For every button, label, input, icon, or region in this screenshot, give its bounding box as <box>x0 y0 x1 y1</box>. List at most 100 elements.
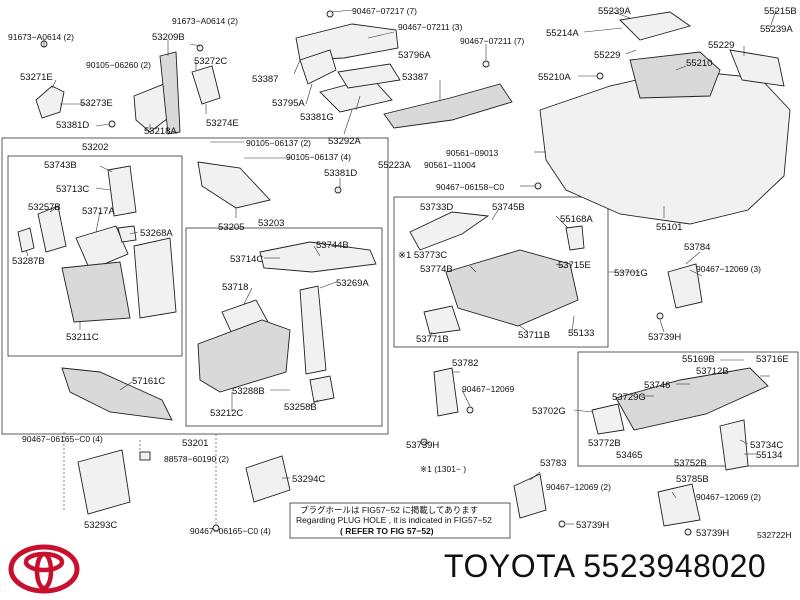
part-label: 53743B <box>44 160 77 171</box>
part-label: 90561−11004 <box>424 160 476 170</box>
part-label: 53714C <box>230 254 263 265</box>
part-label: 53257B <box>28 202 61 213</box>
part-pillar-53203 <box>299 285 327 375</box>
part-label: 53739H <box>576 520 609 531</box>
part-55215b-bracket <box>729 49 785 87</box>
part-label: 55101 <box>656 222 682 233</box>
part-label: ※1 53773C <box>398 250 447 261</box>
part-label: 53202 <box>82 142 108 153</box>
part-labels: 91673−A0614 (2) 53209B 91673−A0614 (2) 5… <box>8 6 797 539</box>
part-label: 55210 <box>686 58 712 69</box>
part-label: 53203 <box>258 218 284 229</box>
part-label: 55239A <box>760 24 793 35</box>
part-label: 55229 <box>708 40 734 51</box>
part-label: 53711B <box>518 330 550 341</box>
part-label: 53715E <box>558 260 591 271</box>
part-label: 90105−06137 (4) <box>286 152 351 162</box>
part-label: 53269A <box>336 278 369 289</box>
part-number-title: TOYOTA 5523948020 <box>444 548 767 584</box>
note-ref-line: ( REFER TO FIG 57−52) <box>340 526 434 536</box>
part-label: 53702G <box>532 406 566 417</box>
part-label: 53294C <box>292 474 325 485</box>
part-label: 53772B <box>588 438 621 449</box>
part-53795a-cowl <box>299 49 337 85</box>
part-label: 53205 <box>218 222 244 233</box>
part-label: 53739H <box>406 440 439 451</box>
part-label: 53716E <box>756 354 789 365</box>
part-label: 53274E <box>206 118 239 129</box>
part-53272c-bracket <box>191 65 221 105</box>
bolt-icon <box>466 406 474 414</box>
part-label: 90467−12069 (2) <box>696 492 761 502</box>
part-label: 55214A <box>546 28 579 39</box>
part-label: 55215B <box>764 6 797 17</box>
outer-box-53201 <box>1 137 389 435</box>
part-label: 90105−06260 (2) <box>86 60 151 70</box>
part-label: 53785B <box>676 474 709 485</box>
part-label: 90467−06165−C0 (4) <box>190 526 271 536</box>
part-53713c <box>107 165 137 217</box>
part-label: 90467−12069 <box>462 384 515 394</box>
bolt-icon <box>212 524 220 532</box>
part-53293c-shield <box>77 449 131 515</box>
part-53381g-seal <box>337 63 401 89</box>
part-label: 90467−07211 (7) <box>460 36 525 46</box>
part-53387-cowl-top <box>295 23 399 61</box>
part-label: 55223A <box>378 160 411 171</box>
part-label: 90467−06158−C0 <box>436 182 504 192</box>
part-53257b <box>37 205 67 253</box>
part-label: 53771B <box>416 334 449 345</box>
part-label: 53465 <box>616 450 642 461</box>
part-53211c-apron <box>61 261 131 323</box>
part-label: 53273E <box>80 98 113 109</box>
footer-code: 532722H <box>757 530 792 540</box>
part-label: 53734C <box>750 440 783 451</box>
note-jp-line: プラグホールは FIG57−52 に掲載してあります <box>300 505 478 515</box>
part-label: 53752B <box>674 458 707 469</box>
part-label: 53783 <box>540 458 566 469</box>
part-label: 53718 <box>222 282 248 293</box>
part-label: 53701G <box>614 268 648 279</box>
part-label: 90467−06165−C0 (4) <box>22 434 103 444</box>
bolt-icon <box>196 44 204 52</box>
part-53294c-shield <box>245 455 291 503</box>
part-label: 53387 <box>402 72 428 83</box>
part-label: 55168A <box>560 214 593 225</box>
part-label: 53288B <box>232 386 265 397</box>
part-label: 90561−09013 <box>446 148 499 158</box>
leader-lines <box>25 9 777 533</box>
part-label: 55239A <box>598 6 631 17</box>
part-53782 <box>433 367 459 417</box>
box-53202 <box>7 155 183 357</box>
part-53205 <box>197 161 271 209</box>
part-label: 53211C <box>66 332 99 343</box>
part-55214a-bracket <box>619 11 692 41</box>
part-53287b <box>17 227 35 253</box>
part-label: 55210A <box>538 72 571 83</box>
part-label: 55169B <box>682 354 715 365</box>
part-label: 91673−A0614 (2) <box>8 32 74 42</box>
part-label: 53387 <box>252 74 278 85</box>
part-label: 53784 <box>684 242 710 253</box>
part-label: 53739H <box>648 332 681 343</box>
part-53783 <box>513 473 547 519</box>
bolt-icon <box>656 312 664 320</box>
footnote-range: ※1 (1301− ) <box>420 464 466 474</box>
part-label: 53272C <box>194 56 227 67</box>
plug-hole-note-box <box>289 502 511 539</box>
part-label: 90467−07217 (7) <box>352 6 417 16</box>
part-53212c-apron <box>197 319 291 393</box>
part-label: 55133 <box>568 328 594 339</box>
part-label: 55134 <box>756 450 782 461</box>
part-label: 53381D <box>56 120 89 131</box>
part-label: 53746 <box>644 380 670 391</box>
part-label: 53258B <box>284 402 317 413</box>
part-label: 55229 <box>594 50 620 61</box>
part-apron-right <box>133 237 177 319</box>
part-55168a <box>565 225 585 251</box>
part-label: 53796A <box>398 50 431 61</box>
part-label: 53745B <box>492 202 525 213</box>
part-53771b <box>423 305 461 335</box>
part-53785b <box>657 483 701 527</box>
